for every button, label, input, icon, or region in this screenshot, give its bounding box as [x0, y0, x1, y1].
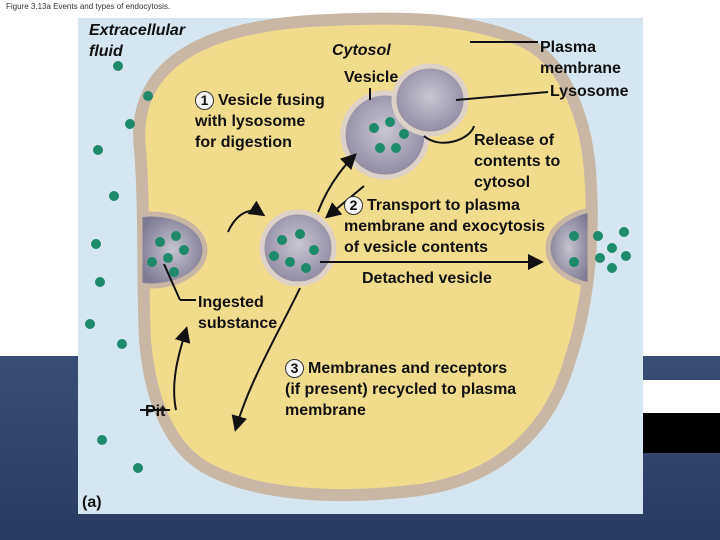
figure-caption: Figure 3.13a Events and types of endocyt… [6, 2, 171, 11]
exocytosis-site [545, 206, 593, 289]
label-extracellular-fluid: Extracellular fluid [89, 20, 209, 62]
label-ingested-substance: Ingested substance [198, 294, 278, 332]
process-arrows [173, 125, 544, 432]
label-vesicle: Vesicle [344, 69, 399, 86]
cell-body [133, 12, 598, 502]
step-1-text: Vesicle fusing with lysosome for digesti… [195, 92, 325, 151]
label-detached-vesicle: Detached vesicle [362, 270, 492, 287]
leader-lines [140, 41, 549, 411]
label-lysosome: Lysosome [550, 83, 629, 100]
step-3-number: 3 [285, 359, 304, 378]
step-3-text: Membranes and receptors (if present) rec… [285, 360, 517, 419]
lysosome [391, 63, 469, 137]
label-pit: Pit [145, 403, 166, 420]
label-extracellular-fluid-text: Extracellular fluid [89, 22, 186, 60]
slide-background-dark-block [630, 413, 720, 453]
label-cytosol: Cytosol [332, 42, 391, 59]
detached-vesicle [259, 209, 337, 287]
step-2-number: 2 [344, 196, 363, 215]
panel-letter: (a) [82, 494, 102, 511]
pit [137, 211, 208, 289]
label-plasma-membrane: Plasma membrane [540, 39, 621, 77]
step-1-number: 1 [195, 91, 214, 110]
step-2-text: Transport to plasma membrane and exocyto… [344, 197, 545, 256]
label-release-of-contents: Release of contents to cytosol [474, 132, 561, 191]
particles [85, 61, 631, 473]
